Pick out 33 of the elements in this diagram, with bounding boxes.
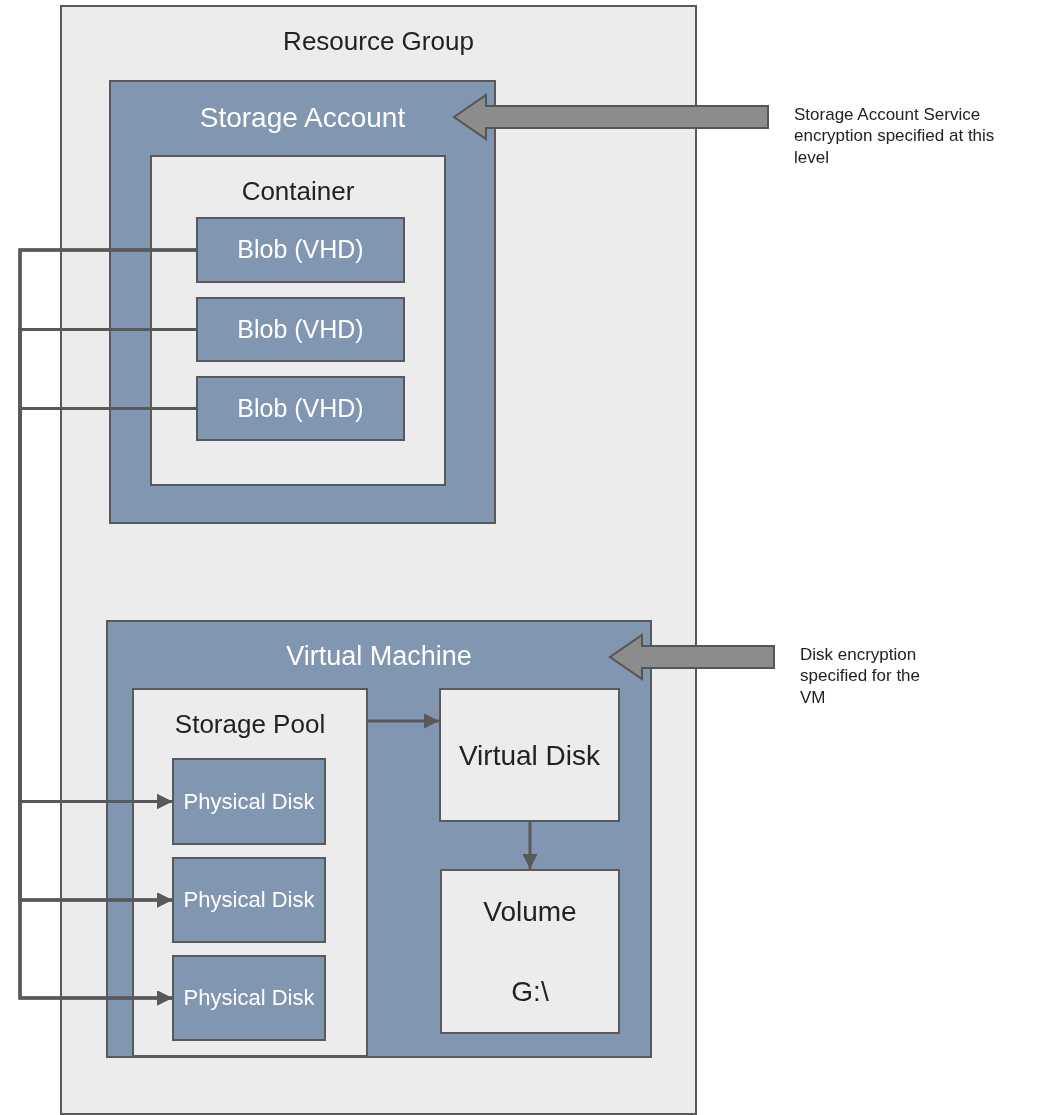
component-box xyxy=(196,297,405,362)
annotation-text: Storage Account Service encryption specified at this level xyxy=(793,104,996,168)
component-box xyxy=(196,376,405,441)
box-label: Storage Account xyxy=(198,101,407,135)
box-label: Virtual Disk xyxy=(457,738,602,773)
box-label: Virtual Machine xyxy=(285,640,473,673)
box-label: Blob (VHD) xyxy=(236,234,365,266)
box-label: Physical Disk xyxy=(182,984,316,1012)
box-label: Container xyxy=(240,175,356,208)
block-arrow xyxy=(608,633,775,681)
box-label: Volume xyxy=(482,894,578,929)
box-label: Blob (VHD) xyxy=(236,313,365,345)
component-box xyxy=(439,688,620,822)
box-label: Physical Disk xyxy=(182,787,316,816)
group-panel xyxy=(106,620,652,1058)
arrow xyxy=(368,713,439,729)
component-box xyxy=(172,758,326,845)
component-box xyxy=(196,217,405,283)
component-box xyxy=(172,955,326,1041)
block-arrow xyxy=(452,93,769,141)
component-box xyxy=(440,869,620,1034)
box-label: Blob (VHD) xyxy=(236,392,365,424)
box-label: Resource Group xyxy=(282,25,475,58)
group-panel xyxy=(109,80,496,524)
annotation-text: Disk encryption specified for the VM xyxy=(799,644,921,708)
group-panel xyxy=(60,5,697,1115)
box-label: Storage Pool xyxy=(173,708,327,741)
box-label: G:\ xyxy=(510,975,550,1010)
group-panel xyxy=(132,688,368,1057)
component-box xyxy=(172,857,326,943)
arrow xyxy=(522,822,538,869)
box-label: Physical Disk xyxy=(182,886,316,914)
group-panel xyxy=(150,155,446,486)
